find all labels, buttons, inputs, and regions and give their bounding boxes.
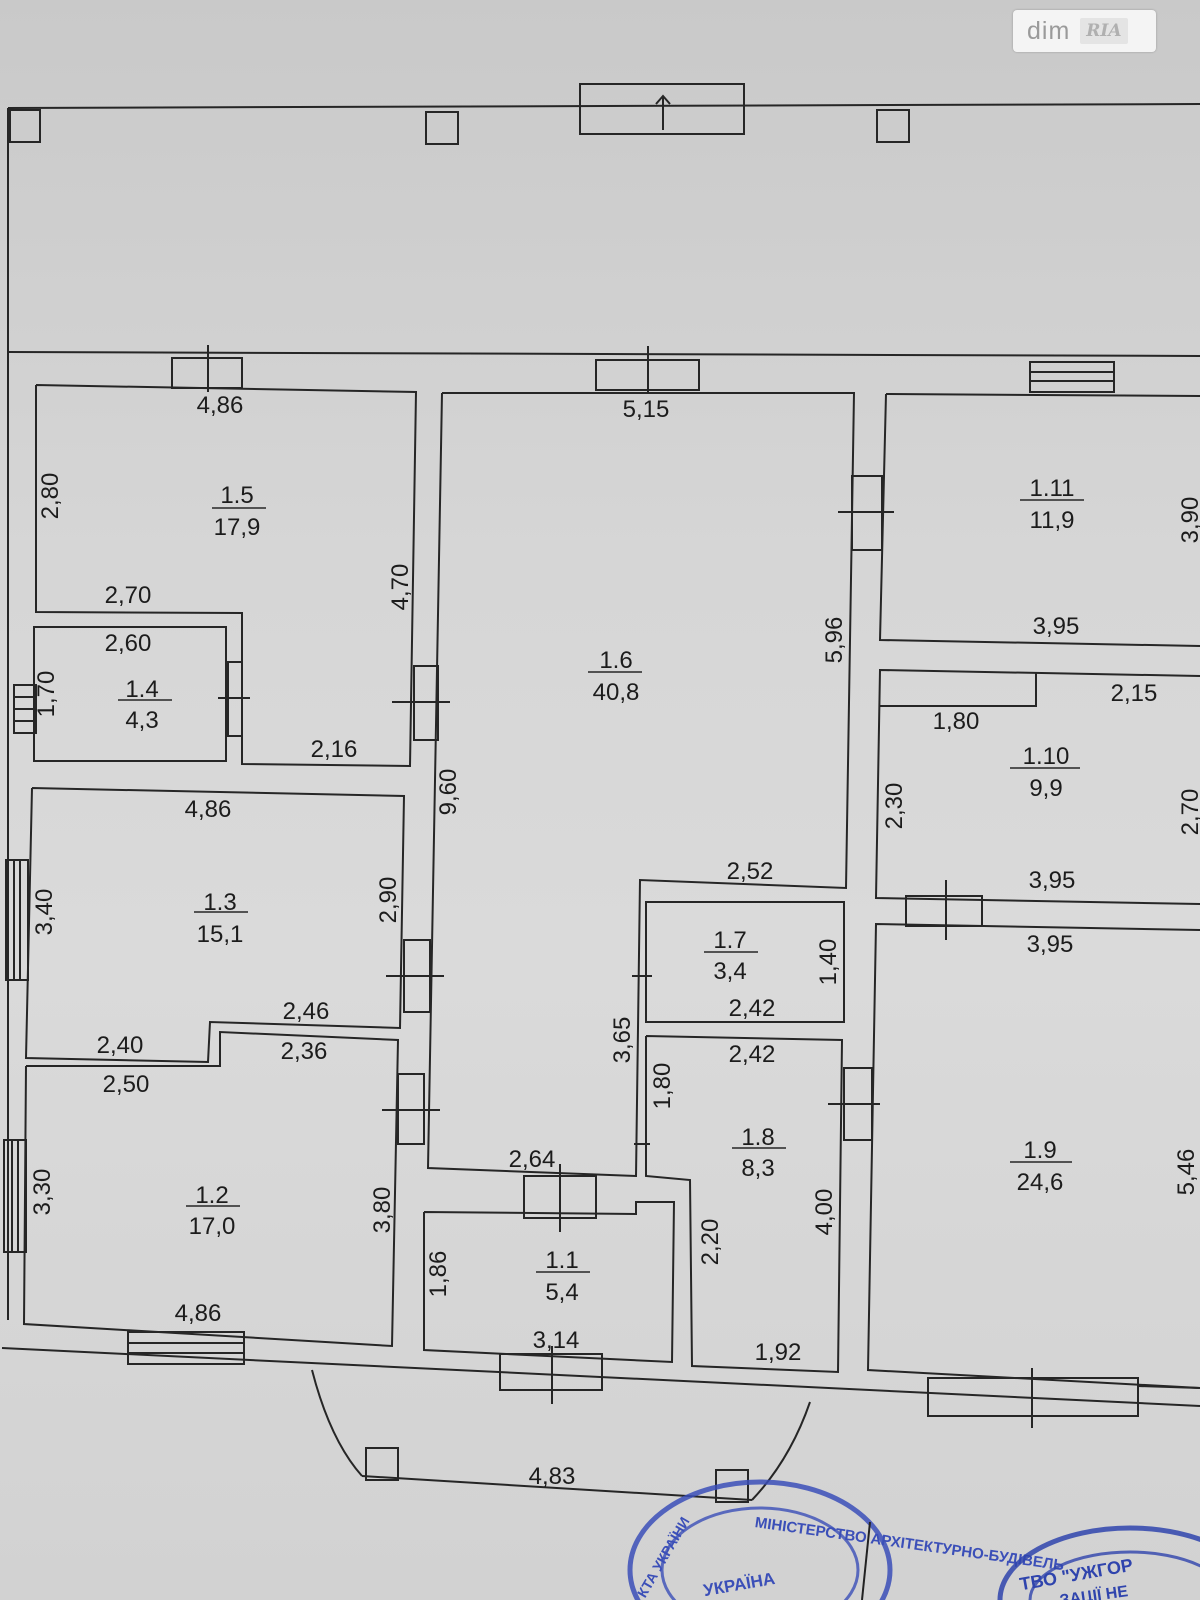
- dimension-label: 2,15: [1111, 680, 1158, 707]
- dimension-label: 3,95: [1027, 931, 1074, 958]
- dimension-label: 1,40: [815, 939, 842, 986]
- dimension-label: 3,14: [533, 1327, 580, 1354]
- dimension-label: 2,60: [105, 630, 152, 657]
- room-1.9-id: 1.9: [1023, 1137, 1056, 1164]
- dimension-label: 4,86: [175, 1300, 222, 1327]
- room-1.1-id: 1.1: [545, 1247, 578, 1274]
- dimension-label: 1,86: [425, 1251, 452, 1298]
- dimension-labels: 4,86 5,15 2,80 4,70 2,70 2,60 1,70 2,16 …: [29, 392, 1200, 1490]
- stamp-left-side-text: КТА УКРАЇНИ: [634, 1514, 693, 1600]
- dimension-label: 9,60: [435, 769, 462, 816]
- room-1.9-area: 24,6: [1017, 1169, 1064, 1196]
- dimension-label: 2,42: [729, 1041, 776, 1068]
- dimension-label: 4,00: [811, 1189, 838, 1236]
- room-1.3-area: 15,1: [197, 921, 244, 948]
- dimension-label: 3,90: [1177, 497, 1200, 544]
- dimension-label: 2,30: [881, 783, 908, 830]
- label-underlines: [118, 499, 1084, 1273]
- room-1.2-area: 17,0: [189, 1213, 236, 1240]
- dimria-watermark: dim RIA: [1013, 10, 1156, 52]
- room-1.8-id: 1.8: [741, 1124, 774, 1151]
- room-1.10-area: 9,9: [1029, 775, 1062, 802]
- dimension-label: 2,16: [311, 736, 358, 763]
- dimension-label: 2,52: [727, 858, 774, 885]
- dimension-label: 3,95: [1029, 867, 1076, 894]
- room-1.6-id: 1.6: [599, 647, 632, 674]
- dimension-label: 2,40: [97, 1032, 144, 1059]
- dimension-label: 2,80: [37, 473, 64, 520]
- room-1.5-area: 17,9: [214, 514, 261, 541]
- dimension-label: 2,46: [283, 998, 330, 1025]
- dimension-label: 4,83: [529, 1463, 576, 1490]
- room-1.10-id: 1.10: [1023, 743, 1070, 770]
- stamp-left-inner-text: УКРАЇНА: [702, 1569, 777, 1600]
- room-labels: 1.5 17,9 1.4 4,3 1.3 15,1 1.2 17,0 1.6 4…: [125, 475, 1074, 1306]
- dimension-label: 3,65: [609, 1017, 636, 1064]
- dimension-label: 2,64: [509, 1146, 556, 1173]
- dimension-label: 1,80: [649, 1063, 676, 1110]
- room-1.5-id: 1.5: [220, 482, 253, 509]
- room-1.7-area: 3,4: [713, 958, 746, 985]
- walls: [1, 83, 1200, 1503]
- dimension-label: 3,80: [369, 1187, 396, 1234]
- room-1.11-area: 11,9: [1030, 507, 1075, 534]
- dimension-label: 3,40: [31, 889, 58, 936]
- dimension-label: 5,15: [623, 396, 670, 423]
- room-1.2-id: 1.2: [195, 1182, 228, 1209]
- dimension-label: 4,86: [185, 796, 232, 823]
- official-stamp-left: МІНІСТЕРСТВО АРХІТЕКТУРНО-БУДІВЕЛЬ УКРАЇ…: [627, 1479, 1065, 1600]
- dimension-label: 5,46: [1173, 1149, 1200, 1196]
- room-1.6-area: 40,8: [593, 679, 640, 706]
- dimension-label: 2,50: [103, 1071, 150, 1098]
- watermark-brand: dim: [1027, 16, 1071, 45]
- dimension-label: 2,36: [281, 1038, 328, 1065]
- room-1.3-id: 1.3: [203, 889, 236, 916]
- dimension-label: 3,30: [29, 1169, 56, 1216]
- dimension-label: 1,70: [33, 671, 60, 718]
- room-1.1-area: 5,4: [545, 1279, 578, 1306]
- dimension-label: 2,70: [105, 582, 152, 609]
- dimension-label: 2,20: [697, 1219, 724, 1266]
- watermark-logo: RIA: [1080, 18, 1128, 44]
- dimension-label: 2,70: [1177, 789, 1200, 836]
- room-1.4-id: 1.4: [125, 676, 158, 703]
- dimension-label: 4,70: [387, 564, 414, 611]
- dimension-label: 1,92: [755, 1339, 802, 1366]
- dimension-label: 4,86: [197, 392, 244, 419]
- dimension-label: 1,80: [933, 708, 980, 735]
- dimension-label: 2,90: [375, 877, 402, 924]
- dimension-label: 3,95: [1033, 613, 1080, 640]
- room-1.8-area: 8,3: [741, 1155, 774, 1182]
- dimension-label: 5,96: [821, 617, 848, 664]
- room-1.4-area: 4,3: [125, 707, 158, 734]
- dimension-label: 2,42: [729, 995, 776, 1022]
- room-1.11-id: 1.11: [1030, 475, 1075, 502]
- room-1.7-id: 1.7: [713, 927, 746, 954]
